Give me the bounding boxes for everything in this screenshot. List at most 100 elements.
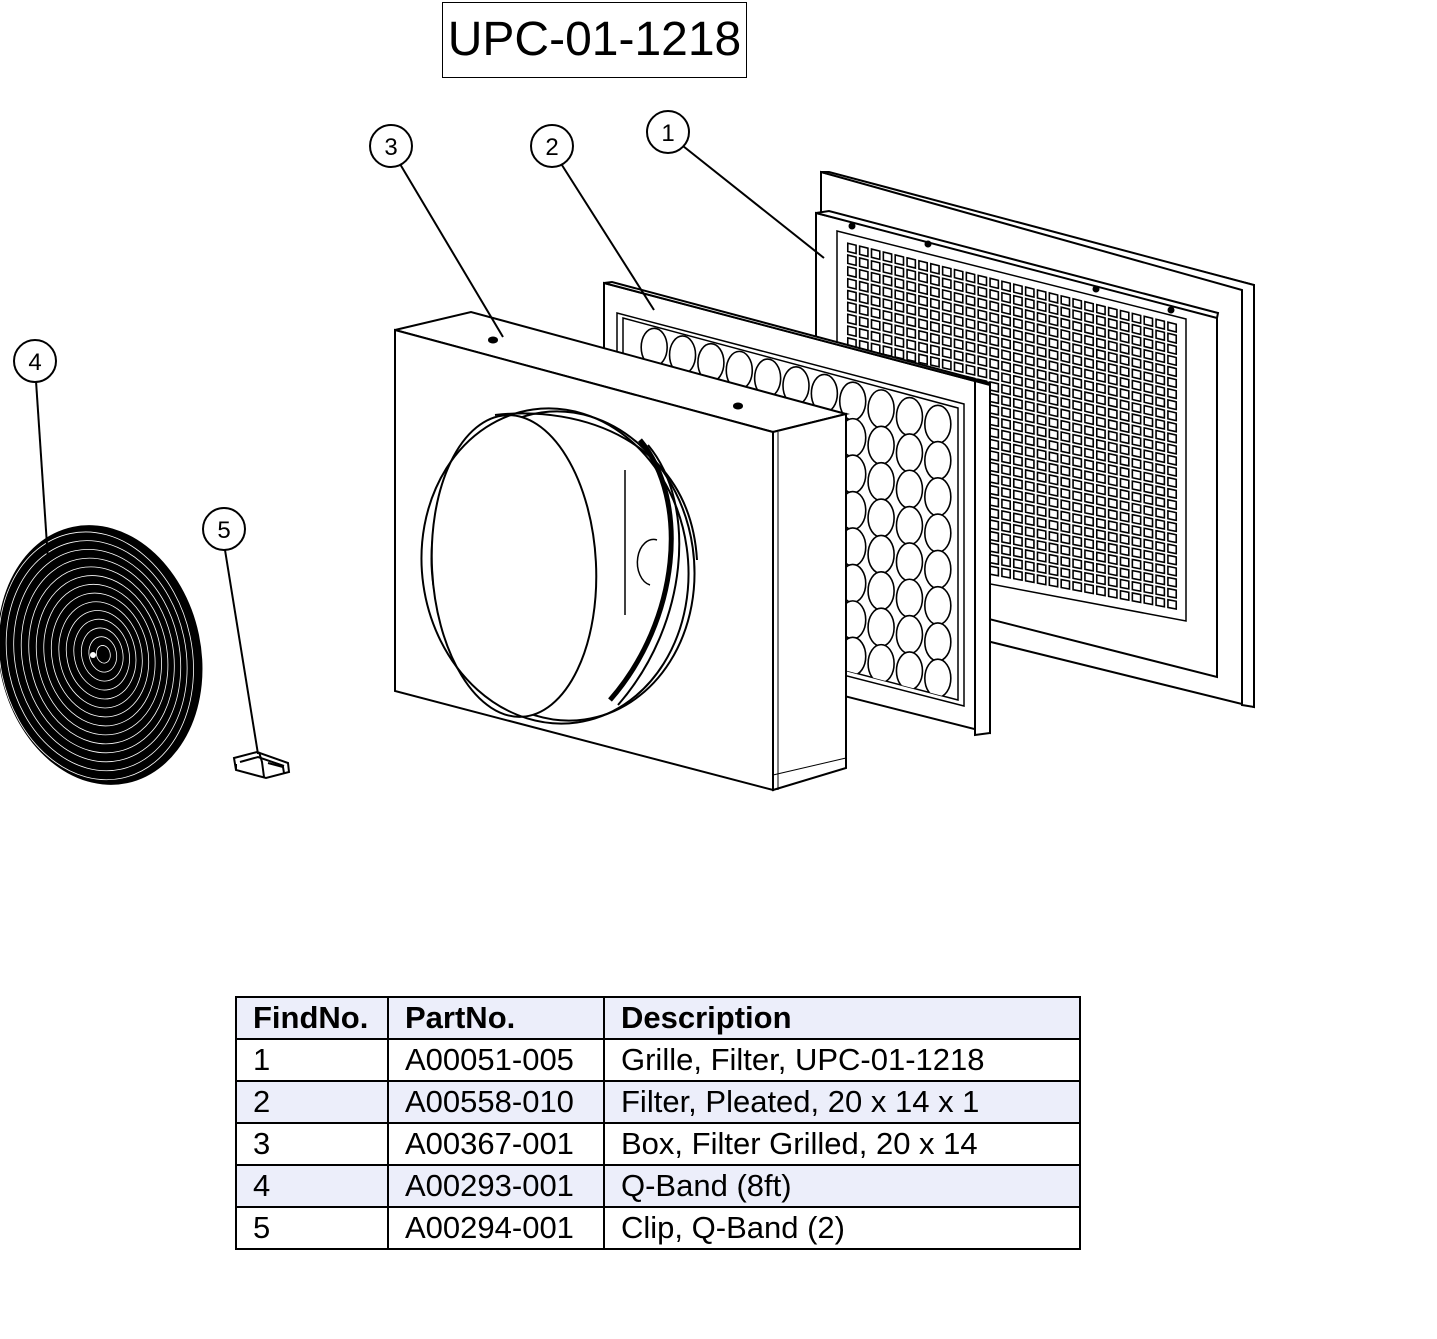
part-no-cell: A00558-010 bbox=[387, 1080, 605, 1124]
grille-cell bbox=[1119, 309, 1130, 322]
callout-3: 3 bbox=[369, 124, 413, 168]
grille-cell bbox=[1167, 587, 1178, 599]
grille-cell bbox=[1107, 576, 1118, 588]
grille-cell bbox=[846, 242, 857, 255]
grille-cell bbox=[1048, 303, 1059, 316]
grille-cell bbox=[1048, 462, 1059, 475]
find-no-cell: 4 bbox=[235, 1164, 389, 1208]
grille-cell bbox=[1012, 340, 1023, 353]
grille-cell bbox=[1048, 394, 1059, 407]
description-cell: Q-Band (8ft) bbox=[603, 1164, 1081, 1208]
grille-cell bbox=[1143, 504, 1154, 517]
grille-cell bbox=[1155, 418, 1166, 431]
table-row: 4 A00293-001 Q-Band (8ft) bbox=[235, 1164, 1081, 1208]
grille-cell bbox=[1060, 499, 1071, 511]
q-band-clip-icon bbox=[232, 750, 291, 780]
grille-cell bbox=[1012, 512, 1023, 524]
grille-cell bbox=[906, 315, 917, 328]
grille-cell bbox=[1095, 495, 1106, 507]
grille-cell bbox=[1119, 488, 1130, 501]
grille-cell bbox=[1024, 571, 1035, 584]
description-cell: Filter, Pleated, 20 x 14 x 1 bbox=[603, 1080, 1081, 1124]
grille-cell bbox=[1036, 300, 1047, 313]
grille-cell bbox=[1167, 343, 1178, 356]
grille-cell bbox=[846, 254, 857, 267]
grille-cell bbox=[1143, 371, 1154, 383]
table-row: 5 A00294-001 Clip, Q-Band (2) bbox=[235, 1206, 1081, 1250]
grille-cell bbox=[1024, 560, 1035, 572]
grille-cell bbox=[906, 350, 917, 363]
grille-cell bbox=[953, 314, 964, 327]
grille-cell bbox=[941, 300, 952, 313]
grille-cell bbox=[1131, 401, 1142, 414]
grille-cell bbox=[1084, 571, 1095, 584]
grille-cell bbox=[858, 245, 869, 258]
grille-cell bbox=[906, 327, 917, 340]
grille-cell bbox=[1012, 283, 1023, 296]
grille-cell bbox=[1155, 318, 1166, 331]
filter-cell bbox=[924, 440, 952, 481]
grille-cell bbox=[1060, 351, 1071, 364]
grille-cell bbox=[882, 274, 893, 287]
grille-cell bbox=[1001, 544, 1012, 556]
grille-cell bbox=[953, 338, 964, 351]
grille-cell bbox=[1036, 505, 1047, 518]
grille-cell bbox=[918, 306, 929, 319]
grille-cell bbox=[965, 340, 976, 353]
grille-cell bbox=[1143, 560, 1154, 573]
grille-cell bbox=[1167, 476, 1178, 489]
q-band-ring bbox=[5, 540, 188, 772]
grille-cell bbox=[1024, 468, 1035, 481]
grille-cell bbox=[1107, 373, 1118, 386]
grille-cell bbox=[1119, 331, 1130, 344]
grille-cell bbox=[918, 329, 929, 342]
grille-cell bbox=[1131, 457, 1142, 470]
grille-cell bbox=[1119, 376, 1130, 389]
grille-cell bbox=[1048, 496, 1059, 509]
grille-cell bbox=[1072, 558, 1083, 570]
grille-cell bbox=[1001, 429, 1012, 442]
grille-cell bbox=[1119, 522, 1130, 534]
grille-cell bbox=[1048, 473, 1059, 486]
grille-cell bbox=[906, 303, 917, 316]
grille-cell bbox=[1119, 432, 1130, 445]
grille-cell bbox=[1095, 483, 1106, 496]
grille-cell bbox=[1143, 493, 1154, 506]
grille-cell bbox=[1084, 526, 1095, 539]
grille-cell bbox=[977, 343, 988, 356]
grille-cell bbox=[1143, 571, 1154, 584]
grille-cell bbox=[1143, 449, 1154, 461]
filter-cell bbox=[895, 578, 924, 619]
grille-cell bbox=[1131, 323, 1142, 336]
grille-cell bbox=[1072, 546, 1083, 559]
grille-cell bbox=[894, 277, 905, 290]
grille-cell bbox=[870, 318, 881, 331]
grille-cell bbox=[894, 289, 905, 302]
grille-cell bbox=[1131, 446, 1142, 459]
grille-cell bbox=[858, 304, 869, 317]
grille-cell bbox=[1060, 544, 1071, 557]
grille-cell bbox=[1012, 489, 1023, 502]
grille-cell bbox=[846, 313, 857, 326]
grille-cell bbox=[1167, 465, 1178, 478]
grille-cell bbox=[1012, 500, 1023, 513]
grille-cell bbox=[1167, 454, 1178, 466]
grille-cell bbox=[894, 312, 905, 325]
grille-cell bbox=[965, 271, 976, 284]
grille-cell bbox=[1024, 377, 1035, 390]
grille-cell bbox=[1012, 363, 1023, 376]
grille-cell bbox=[1084, 413, 1095, 426]
grille-cell bbox=[1119, 444, 1130, 456]
grille-cell bbox=[929, 320, 940, 334]
grille-cell bbox=[1119, 365, 1130, 378]
callout-4: 4 bbox=[13, 339, 57, 383]
grille-cell bbox=[929, 285, 940, 299]
grille-cell bbox=[1001, 521, 1012, 534]
grille-cell bbox=[977, 320, 988, 333]
grille-cell bbox=[1072, 309, 1083, 322]
grille-cell bbox=[1012, 420, 1023, 433]
grille-cell bbox=[1012, 466, 1023, 479]
parts-table-header: FindNo. PartNo. Description bbox=[235, 996, 1081, 1040]
grille-cell bbox=[1155, 551, 1166, 564]
grille-cell bbox=[965, 363, 976, 376]
